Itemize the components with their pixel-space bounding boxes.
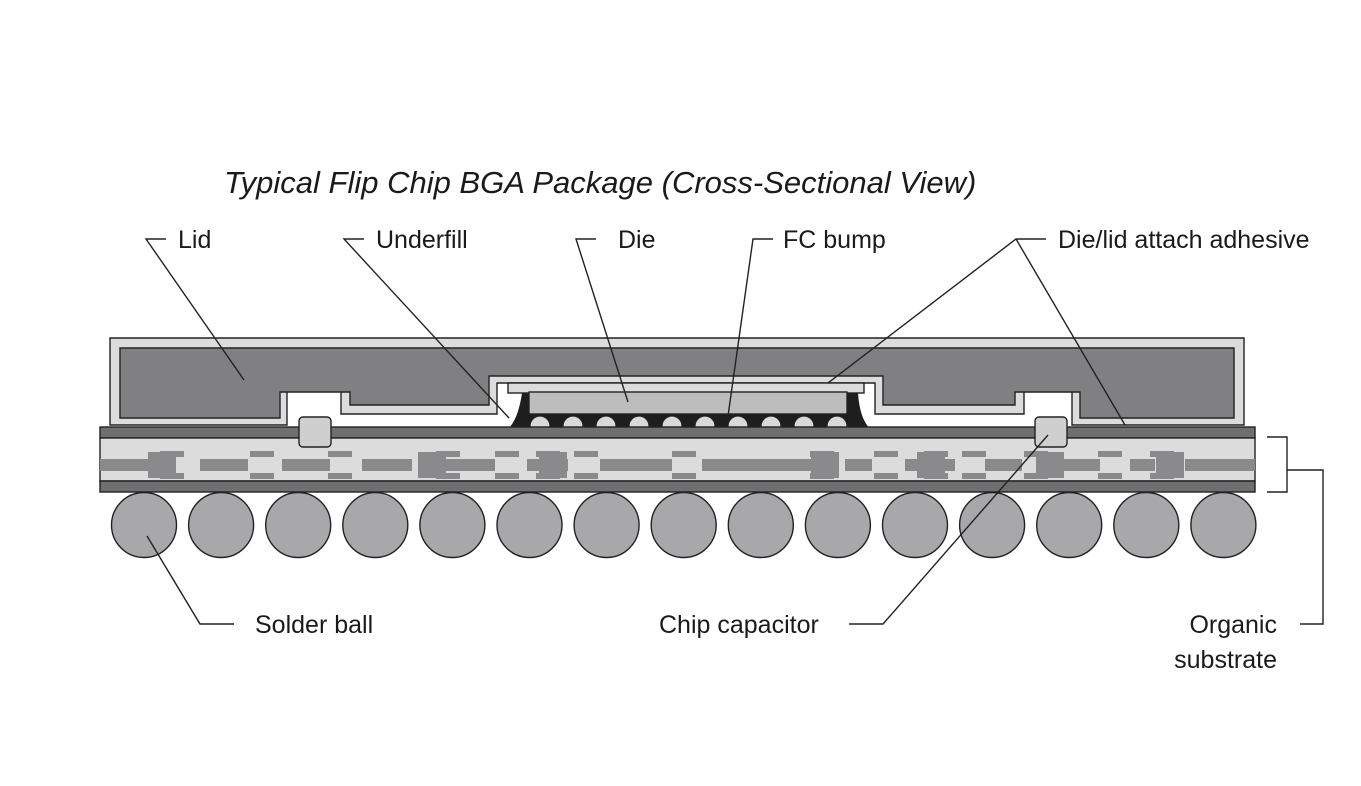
label-solder-ball: Solder ball	[255, 611, 373, 639]
substrate-trace	[362, 459, 412, 471]
substrate-trace	[200, 459, 248, 471]
substrate-via	[962, 451, 986, 457]
substrate-via-block	[917, 452, 945, 478]
substrate-via	[874, 451, 898, 457]
chip-capacitor-left	[299, 417, 331, 447]
label-die-lid-attach-adhesive: Die/lid attach adhesive	[1058, 226, 1310, 254]
substrate-via	[574, 451, 598, 457]
substrate-trace	[100, 459, 152, 471]
substrate-trace	[1130, 459, 1155, 471]
substrate-trace	[600, 459, 672, 471]
substrate-via	[495, 451, 519, 457]
label-fc-bump: FC bump	[783, 226, 886, 254]
substrate-via-block	[811, 452, 839, 478]
substrate-via	[1098, 451, 1122, 457]
die	[529, 392, 847, 414]
substrate-via	[672, 473, 696, 479]
label-organic-substrate-line2: substrate	[1174, 646, 1277, 674]
substrate-trace	[985, 459, 1022, 471]
solder-ball	[497, 493, 562, 558]
substrate-via-block	[148, 452, 176, 478]
substrate-bottom-layer	[100, 481, 1255, 492]
solder-ball	[728, 493, 793, 558]
substrate-via	[874, 473, 898, 479]
substrate-via	[250, 451, 274, 457]
substrate-via-block	[418, 452, 446, 478]
chip-capacitor-right	[1035, 417, 1067, 447]
solder-ball	[1037, 493, 1102, 558]
organic-substrate	[100, 427, 1255, 492]
substrate-via	[328, 451, 352, 457]
substrate-trace	[282, 459, 330, 471]
substrate-via-block	[1156, 452, 1184, 478]
solder-ball	[805, 493, 870, 558]
label-die: Die	[618, 226, 656, 254]
leader-organic-substrate	[1287, 470, 1323, 624]
solder-ball	[1114, 493, 1179, 558]
substrate-trace	[1058, 459, 1100, 471]
solder-ball	[883, 493, 948, 558]
substrate-trace	[702, 459, 812, 471]
solder-ball	[343, 493, 408, 558]
diagram-title: Typical Flip Chip BGA Package (Cross-Sec…	[224, 165, 976, 200]
substrate-via	[495, 473, 519, 479]
label-chip-capacitor: Chip capacitor	[659, 611, 819, 639]
substrate-via	[1098, 473, 1122, 479]
solder-ball	[420, 493, 485, 558]
label-organic-substrate-line1: Organic	[1189, 611, 1277, 639]
substrate-trace	[1185, 459, 1255, 471]
solder-ball	[189, 493, 254, 558]
substrate-trace	[845, 459, 872, 471]
solder-ball	[651, 493, 716, 558]
leader-adhesive-right	[1016, 239, 1125, 425]
substrate-via-block	[539, 452, 567, 478]
label-lid: Lid	[178, 226, 211, 254]
label-underfill: Underfill	[376, 226, 468, 254]
substrate-via	[672, 451, 696, 457]
substrate-via	[250, 473, 274, 479]
substrate-via-block	[1036, 452, 1064, 478]
substrate-via	[962, 473, 986, 479]
substrate-via	[574, 473, 598, 479]
solder-ball	[112, 493, 177, 558]
solder-ball	[1191, 493, 1256, 558]
solder-balls	[112, 493, 1256, 558]
substrate-top-layer	[100, 427, 1255, 438]
substrate-bracket	[1267, 437, 1287, 492]
solder-ball	[574, 493, 639, 558]
solder-ball	[266, 493, 331, 558]
substrate-via	[328, 473, 352, 479]
